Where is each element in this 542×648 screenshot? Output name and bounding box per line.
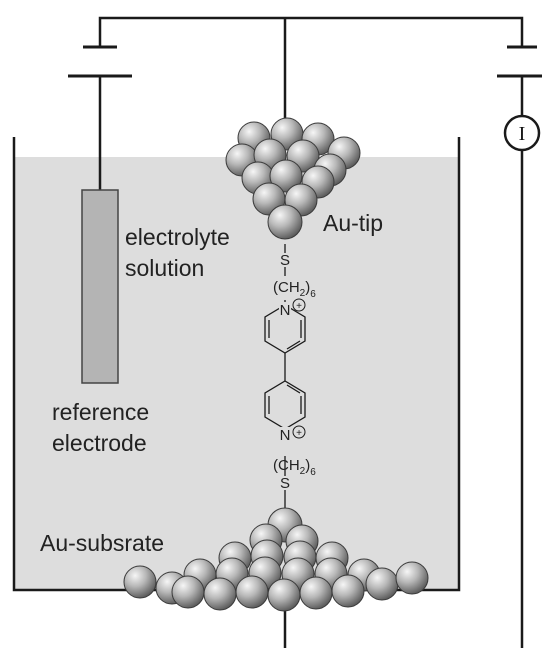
battery-right <box>497 45 542 78</box>
au-substrate-cluster <box>123 507 429 612</box>
battery-left <box>68 45 132 78</box>
top-chain-sub: 2 <box>300 288 306 299</box>
top-alkyl-chain: (CH2)6 <box>273 279 316 300</box>
reference-label-line2: electrode <box>52 430 147 456</box>
au-substrate-sphere <box>203 577 237 611</box>
electrolyte-label-line2: solution <box>125 255 204 281</box>
bottom-sulfur-atom: S <box>280 475 290 492</box>
top-chain-close: ) <box>305 279 310 296</box>
bottom-chain-count: 6 <box>310 467 316 478</box>
top-chain-count: 6 <box>310 289 316 300</box>
reference-electrode <box>81 189 119 384</box>
top-sulfur-atom: S <box>280 252 290 269</box>
au-substrate-sphere <box>171 575 205 609</box>
au-substrate-sphere <box>299 576 333 610</box>
top-positive-charge: + <box>296 301 302 312</box>
au-tip-sphere <box>267 204 303 240</box>
circuit-wires <box>98 16 524 648</box>
au-tip-sphere <box>269 159 303 193</box>
au-substrate-sphere <box>365 567 399 601</box>
bottom-chain-close: ) <box>305 457 310 474</box>
au-substrate-sphere <box>331 574 365 608</box>
bottom-positive-charge: + <box>296 428 302 439</box>
top-positive-charge-ring <box>292 298 306 312</box>
current-meter-label: I <box>519 123 526 145</box>
top-chain-ch: (CH <box>273 279 300 296</box>
au-substrate-label: Au-subsrate <box>40 530 164 556</box>
au-substrate-sphere <box>235 575 269 609</box>
current-meter: I <box>503 114 541 152</box>
bottom-chain-ch: (CH <box>273 457 300 474</box>
viologen-molecule: S (CH2)6 N + N + (CH2)6 S <box>264 244 316 508</box>
bottom-positive-charge-ring <box>292 425 306 439</box>
au-substrate-sphere <box>395 561 429 595</box>
electrolyte-solution <box>14 157 459 590</box>
au-tip-cluster <box>225 117 361 240</box>
bottom-alkyl-chain: (CH2)6 <box>273 457 316 478</box>
au-tip-label: Au-tip <box>323 210 383 236</box>
reference-label-line1: reference <box>52 399 149 425</box>
electrolyte-label-line1: electrolyte <box>125 224 230 250</box>
top-nitrogen-atom: N <box>280 302 291 319</box>
au-substrate-sphere <box>123 565 157 599</box>
au-substrate-sphere <box>267 578 301 612</box>
bottom-nitrogen-atom: N <box>280 427 291 444</box>
bottom-chain-sub: 2 <box>300 466 306 477</box>
